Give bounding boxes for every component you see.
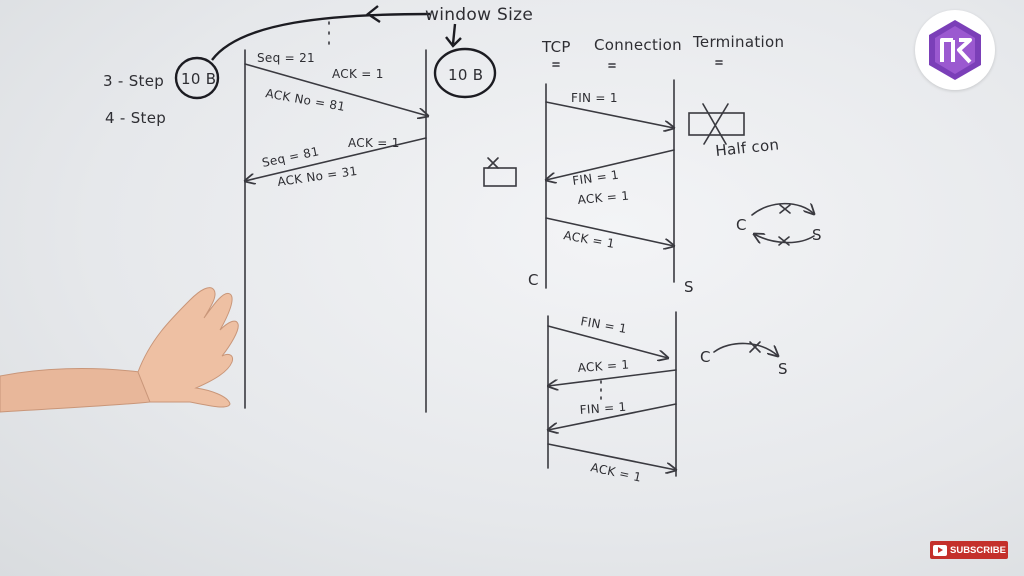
msg1-arrow	[244, 63, 428, 116]
title-termination: Termination	[692, 33, 784, 51]
msg2-seq: Seq = 81	[261, 144, 321, 170]
term-label-c: C	[528, 271, 539, 289]
play-icon	[933, 544, 947, 556]
subscribe-button[interactable]: SUBSCRIBE	[930, 541, 1008, 559]
term-ack3-arrow	[545, 217, 674, 246]
window-arc-arrowhead	[365, 5, 381, 23]
half-con-label: Half con	[715, 135, 781, 160]
channel-logo-icon	[915, 10, 995, 90]
term2-fin2-label: FIN = 1	[579, 400, 627, 417]
x-mark-icon	[778, 236, 790, 246]
half-con-box	[688, 112, 745, 136]
closed-buffer-box	[483, 167, 517, 187]
window-left-circle	[174, 56, 220, 100]
window-size-arrow	[445, 23, 462, 48]
x-mark-icon	[487, 157, 499, 169]
term-fin1-label: FIN = 1	[571, 91, 618, 105]
term2-ack2-arrow	[547, 443, 676, 470]
term-fin2-label: FIN = 1	[571, 168, 619, 188]
term-fin1-arrow	[545, 101, 674, 128]
term2-fin1-label: FIN = 1	[579, 314, 628, 336]
window-left-label: 10 B	[181, 70, 216, 88]
x-mark-icon	[702, 103, 729, 145]
title-tick-marks	[552, 60, 723, 68]
title-connection: Connection	[594, 36, 682, 54]
term2-fin1-arrow	[547, 325, 668, 358]
msg2-ack: ACK = 1	[348, 136, 400, 150]
window-size-label: window Size	[425, 5, 533, 25]
step3-label: 3 - Step	[103, 72, 164, 90]
msg2-ack-no: ACK No = 31	[276, 164, 358, 189]
window-right-label: 10 B	[448, 66, 483, 84]
msg1-ack-no: ACK No = 81	[264, 86, 346, 114]
window-right-circle	[433, 47, 497, 99]
msg2-arrow	[245, 137, 427, 181]
term-fin2-arrow	[546, 149, 675, 180]
side-top-arrow	[751, 204, 814, 215]
x-mark-icon	[779, 204, 791, 214]
side2-arrow	[713, 342, 778, 356]
step4-label: 4 - Step	[105, 109, 166, 127]
term2-ack1-arrow	[548, 369, 677, 386]
term2-ack2-label: ACK = 1	[589, 460, 642, 484]
msg1-seq: Seq = 21	[257, 51, 315, 65]
term2-ack1-label: ACK = 1	[577, 357, 630, 375]
term-label-s: S	[684, 278, 694, 296]
side2-c-label: C	[700, 348, 711, 366]
x-mark-icon	[749, 341, 761, 353]
window-size-arc	[211, 12, 431, 61]
term2-fin2-arrow	[548, 403, 677, 430]
side2-s-label: S	[778, 360, 788, 378]
side-s-label: S	[812, 226, 822, 244]
title-tcp: TCP	[541, 38, 571, 56]
presenter-hand	[0, 287, 239, 413]
msg1-ack: ACK = 1	[332, 67, 384, 81]
term-ack2-label: ACK = 1	[577, 189, 630, 207]
side-c-label: C	[736, 216, 747, 234]
subscribe-label: SUBSCRIBE	[950, 544, 1006, 556]
